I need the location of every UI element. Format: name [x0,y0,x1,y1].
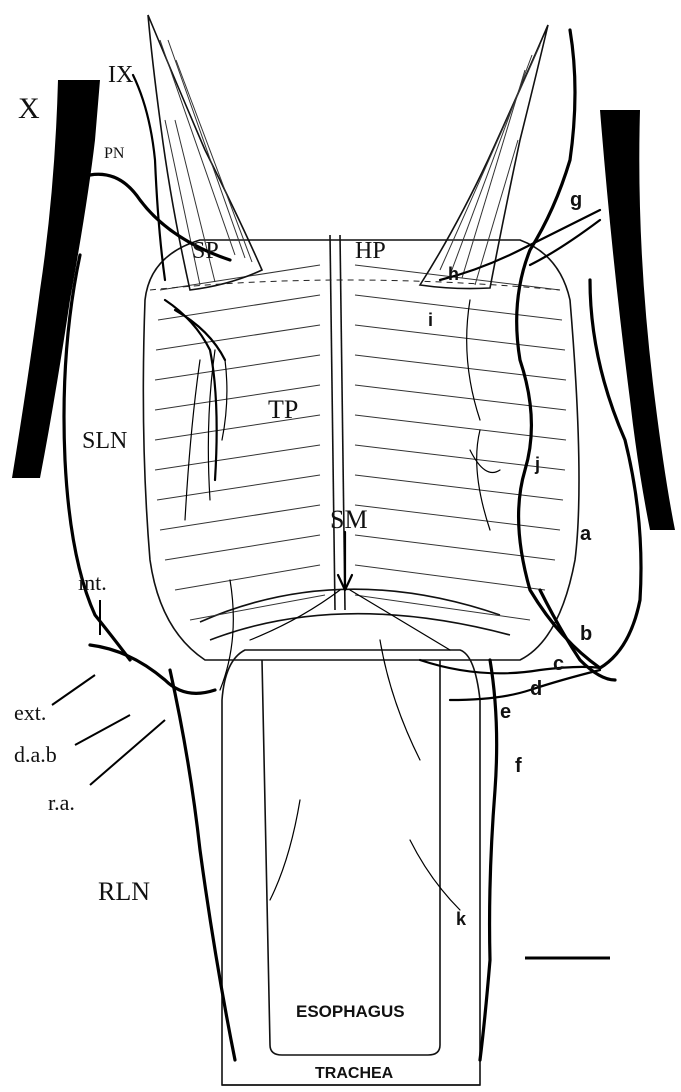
label-d: d [530,678,542,700]
label-pn: PN [104,145,125,162]
label-a: a [580,523,592,545]
label-esophagus: ESOPHAGUS [296,1002,405,1021]
label-g: g [570,189,582,211]
label-b: b [580,623,592,645]
label-ext: ext. [14,700,46,725]
label-sm: SM [330,505,368,534]
esophagus [262,660,440,1055]
label-int: int. [78,570,107,595]
label-tp: TP [268,395,298,424]
label-x: X [18,92,40,125]
label-ix: IX [108,62,133,88]
label-hp: HP [355,238,386,264]
label-k: k [456,909,467,929]
label-e: e [500,701,511,723]
label-i: i [428,310,433,330]
sm-arrow [338,532,352,590]
label-h: h [448,264,459,284]
nerve-paths [64,30,641,1060]
ext-leader [52,675,95,705]
label-sp: SP [192,238,219,264]
label-dab: d.a.b [14,742,57,767]
label-rln: RLN [98,877,150,906]
label-j: j [534,454,540,474]
label-trachea: TRACHEA [315,1065,394,1082]
dab-leader [75,715,130,745]
label-f: f [515,755,522,777]
label-ra: r.a. [48,790,75,815]
label-c: c [553,653,564,675]
right-vagus-nerve [600,110,675,530]
left-vagus-nerve [12,80,100,478]
label-sln: SLN [82,428,127,454]
